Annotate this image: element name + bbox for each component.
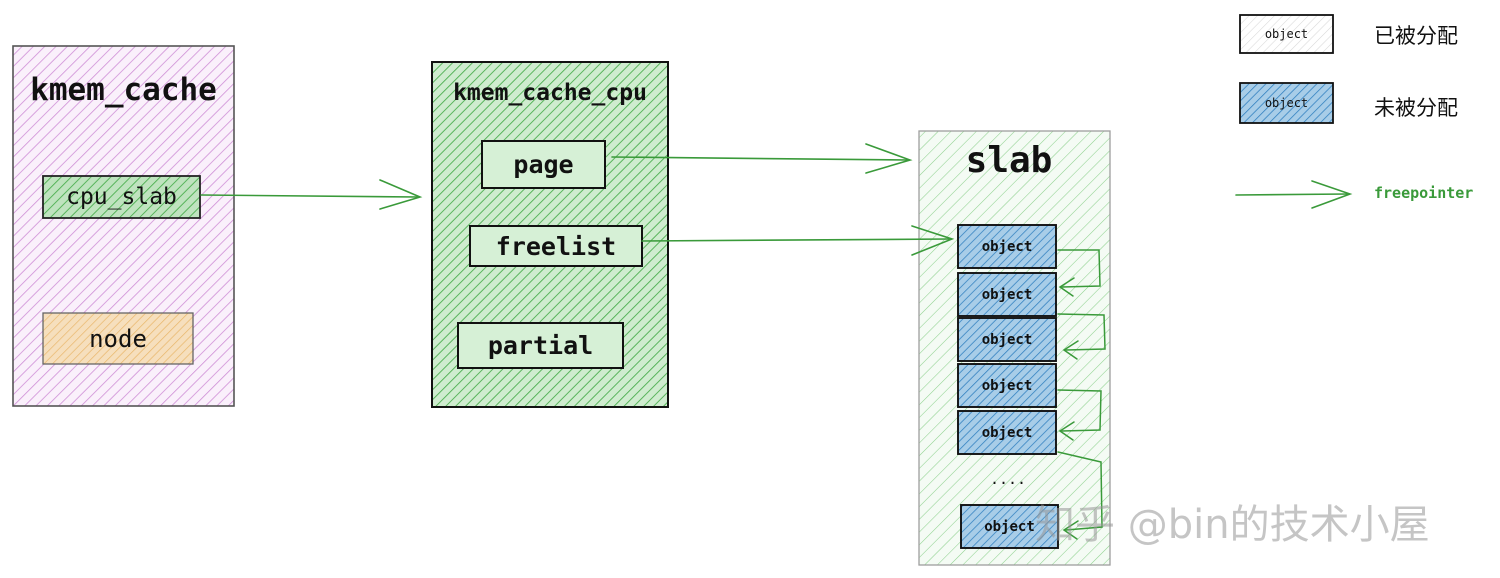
- legend-allocated-text: 已被分配: [1374, 24, 1458, 48]
- partial-field: [457, 322, 624, 369]
- legend-freepointer-arrow: [1235, 180, 1353, 209]
- slab-object-list: [957, 224, 1059, 549]
- node-label: node: [89, 324, 147, 353]
- freepointer-arrow-segment: [1058, 421, 1075, 441]
- kmem-cache-title: kmem_cache: [30, 72, 217, 108]
- slab-object-last-label: object: [984, 518, 1035, 535]
- legend-allocated-box: [1239, 14, 1334, 54]
- kmem-cache-cpu-title: kmem_cache_cpu: [453, 80, 647, 106]
- node-field: [42, 312, 194, 365]
- slab-object-1-label: object: [981, 238, 1033, 255]
- watermark: 知乎 @bin的技术小屋: [1035, 502, 1430, 548]
- freepointer-arrow-segment: [1058, 277, 1075, 297]
- freepointer-arrow-segment: [1062, 340, 1079, 360]
- legend-allocated-object-label: object: [1264, 27, 1309, 41]
- legend-free-object-label: object: [1264, 96, 1309, 110]
- legend-free-text: 未被分配: [1374, 96, 1458, 120]
- freepointer-arrow-segment: [1057, 451, 1103, 531]
- page-arrow: [611, 143, 913, 174]
- freepointer-arrow-segment: [1062, 520, 1079, 540]
- partial-label: partial: [487, 331, 594, 360]
- page-label: page: [513, 150, 574, 179]
- slab-object-5-label: object: [981, 424, 1033, 441]
- freepointer-arrow-segment: [1057, 313, 1106, 351]
- slab-object-2-box: [957, 272, 1057, 317]
- slab-object-2-label: object: [981, 286, 1033, 303]
- freelist-field: [469, 225, 643, 267]
- slab-object-4-label: object: [981, 377, 1033, 394]
- slab-object-3-label: object: [981, 331, 1033, 348]
- slab-object-4-box: [957, 363, 1057, 408]
- slab-object-5-box: [957, 410, 1057, 455]
- freepointer-arrow-segment: [1057, 389, 1102, 432]
- slab-ellipsis: ....: [989, 470, 1027, 488]
- cpu-slab-field: [42, 175, 201, 219]
- slab-title: slab: [965, 140, 1053, 181]
- freepointer-chain: [1057, 249, 1106, 540]
- freelist-arrow: [641, 225, 955, 256]
- slab-object-last-box: [960, 504, 1059, 549]
- page-field: [481, 140, 606, 189]
- slab-object-3-box: [957, 317, 1057, 362]
- legend-freepointer-text: freepointer: [1374, 184, 1474, 202]
- cpu-slab-arrow: [200, 179, 423, 210]
- freepointer-arrow-segment: [1057, 249, 1101, 288]
- freelist-label: freelist: [495, 231, 617, 261]
- slab-object-1-box: [957, 224, 1057, 269]
- legend-free-box: [1239, 82, 1334, 124]
- cpu-slab-label: cpu_slab: [66, 184, 177, 210]
